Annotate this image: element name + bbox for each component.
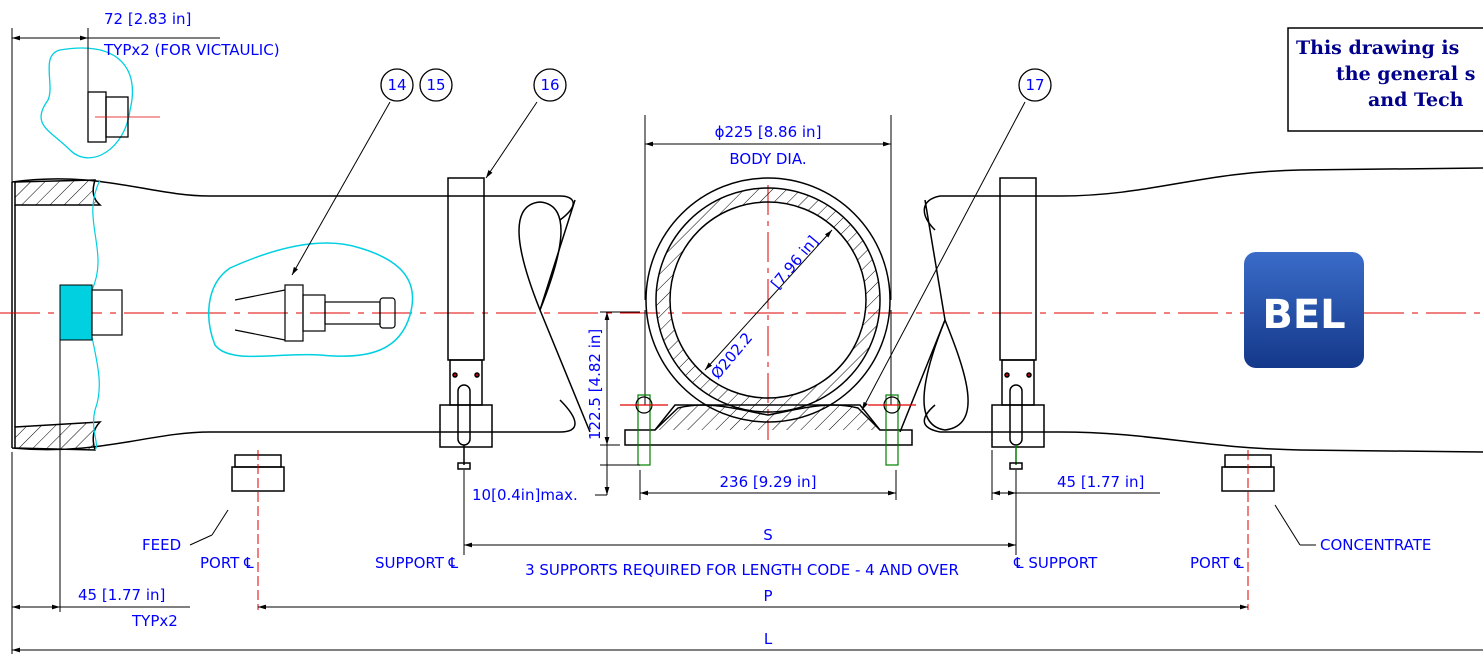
logo-text: BEL [1262, 292, 1345, 338]
balloons [380, 68, 1052, 102]
vessel-body [11, 167, 1483, 453]
supports-note: 3 SUPPORTS REQUIRED FOR LENGTH CODE - 4 … [525, 561, 959, 579]
dim-inner-in: [7.96 in] [767, 232, 822, 292]
label-support-right: ℄ SUPPORT [1013, 554, 1098, 572]
dim-port-offset-note: TYPx2 [131, 612, 178, 630]
balloon-label-15: 15 [426, 76, 445, 94]
dim-body-dia-label: BODY DIA. [729, 150, 806, 168]
dim-height: 122.5 [4.82 in] [586, 329, 604, 440]
bel-logo: BEL [1244, 252, 1364, 368]
leaders [189, 101, 1316, 546]
balloon-17 [1018, 68, 1052, 102]
dim-body-dia-value: ϕ225 [8.86 in] [715, 123, 822, 141]
note-line-3: and Tech [1368, 89, 1464, 111]
balloon-label-14: 14 [387, 76, 406, 94]
dim-base-width: 236 [9.29 in] [720, 473, 817, 491]
balloon-15 [419, 68, 453, 102]
dimension-lines [11, 28, 1483, 654]
balloon-label-16: 16 [540, 76, 559, 94]
dim-support-offset: 45 [1.77 in] [1057, 473, 1144, 491]
concentrate-port [1221, 450, 1275, 610]
victaulic-coupling-icon [87, 91, 160, 143]
label-port-left: PORT ℄ [200, 554, 254, 572]
feed-fitting-icon [59, 284, 123, 341]
victaulic-detail [40, 47, 134, 159]
teardrop-cutouts [518, 199, 969, 433]
left-support [439, 177, 493, 470]
note-box: This drawing is the general s and Tech [1287, 27, 1483, 132]
dim-port-offset: 45 [1.77 in] [78, 586, 165, 604]
label-concentrate: CONCENTRATE [1320, 536, 1431, 554]
balloon-label-17: 17 [1025, 76, 1044, 94]
right-support [991, 177, 1045, 470]
dim-victaulic-note: TYPx2 (FOR VICTAULIC) [103, 41, 280, 59]
note-line-1: This drawing is [1296, 37, 1459, 59]
dim-gap-max: 10[0.4in]max. [472, 486, 578, 504]
port-fitting-detail [208, 242, 414, 358]
label-port-right: PORT ℄ [1190, 554, 1244, 572]
note-line-2: the general s [1336, 63, 1475, 85]
dim-victaulic-value: 72 [2.83 in] [104, 10, 191, 28]
dim-support-span: S [763, 526, 773, 544]
dim-inner-mm: Ø202.2 [707, 329, 756, 383]
section-bolts [620, 394, 916, 466]
label-support-left: SUPPORT ℄ [375, 554, 459, 572]
dim-port-span: P [763, 587, 772, 605]
section-view [624, 177, 913, 446]
label-feed: FEED [142, 536, 181, 554]
feed-port [231, 450, 285, 610]
dim-overall-length: L [764, 630, 773, 648]
balloon-16 [533, 68, 567, 102]
balloon-14 [380, 68, 414, 102]
